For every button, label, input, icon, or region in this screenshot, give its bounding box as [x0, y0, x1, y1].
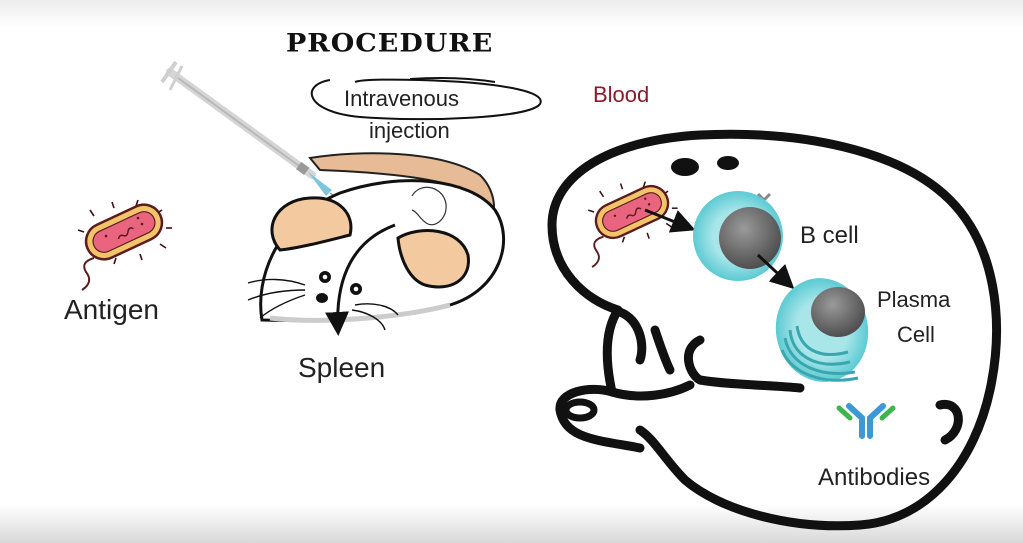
spleen-label: Spleen — [298, 352, 386, 383]
injection-label-line2: injection — [369, 118, 450, 143]
antibody-icon — [836, 403, 896, 439]
plasma-cell-label-line1: Plasma — [877, 287, 951, 312]
syringe-icon — [160, 60, 341, 201]
b-cell-label: B cell — [800, 222, 859, 249]
spot-icon — [671, 158, 699, 176]
antigen-label: Antigen — [64, 294, 159, 325]
arrow-icon — [756, 253, 795, 290]
injection-label-line1: Intravenous — [344, 86, 459, 111]
spleen-outline-icon — [547, 129, 1001, 531]
bacterium-icon — [76, 197, 174, 292]
bacterium-icon — [587, 179, 679, 269]
injection-circle-annotation — [310, 77, 542, 121]
blood-label: Blood — [593, 82, 650, 107]
spot-icon — [717, 156, 739, 170]
plasma-cell-label-line2: Cell — [897, 322, 935, 347]
plasma-cell-icon — [775, 278, 869, 382]
page-title: PROCEDURE — [286, 29, 494, 58]
arrow-icon — [644, 208, 696, 233]
mouse-icon — [247, 152, 505, 336]
antibodies-label: Antibodies — [818, 464, 931, 491]
